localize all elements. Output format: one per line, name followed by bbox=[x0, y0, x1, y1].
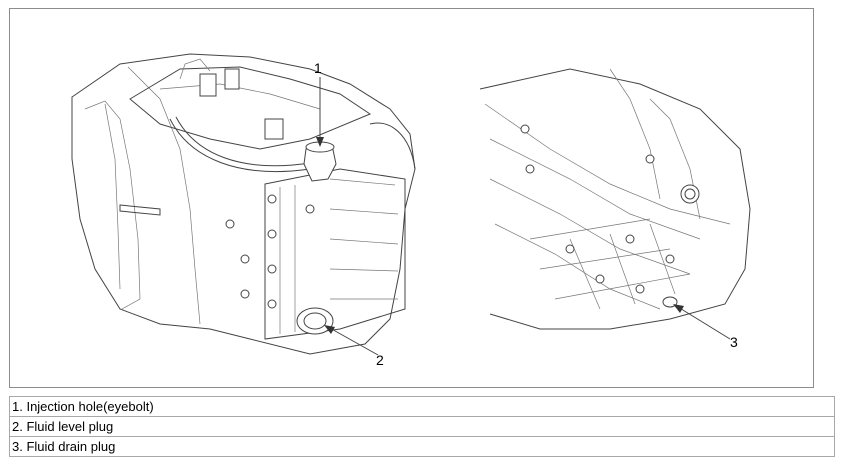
legend-table: 1. Injection hole(eyebolt) 2. Fluid leve… bbox=[9, 396, 835, 457]
legend-item: 2. Fluid level plug bbox=[9, 416, 835, 437]
legend-row: 2. Fluid level plug bbox=[9, 416, 835, 437]
callout-1: 1 bbox=[314, 60, 322, 76]
transmission-left-view bbox=[71, 53, 416, 356]
diagram-frame: 1 2 3 bbox=[9, 8, 814, 388]
transmission-illustration bbox=[71, 53, 751, 356]
legend-item: 1. Injection hole(eyebolt) bbox=[9, 396, 835, 417]
legend-row: 3. Fluid drain plug bbox=[9, 436, 835, 457]
legend-item: 3. Fluid drain plug bbox=[9, 436, 835, 457]
transmission-right-view bbox=[479, 68, 751, 340]
callout-3: 3 bbox=[730, 334, 738, 350]
callout-2: 2 bbox=[376, 352, 384, 368]
legend-row: 1. Injection hole(eyebolt) bbox=[9, 396, 835, 417]
